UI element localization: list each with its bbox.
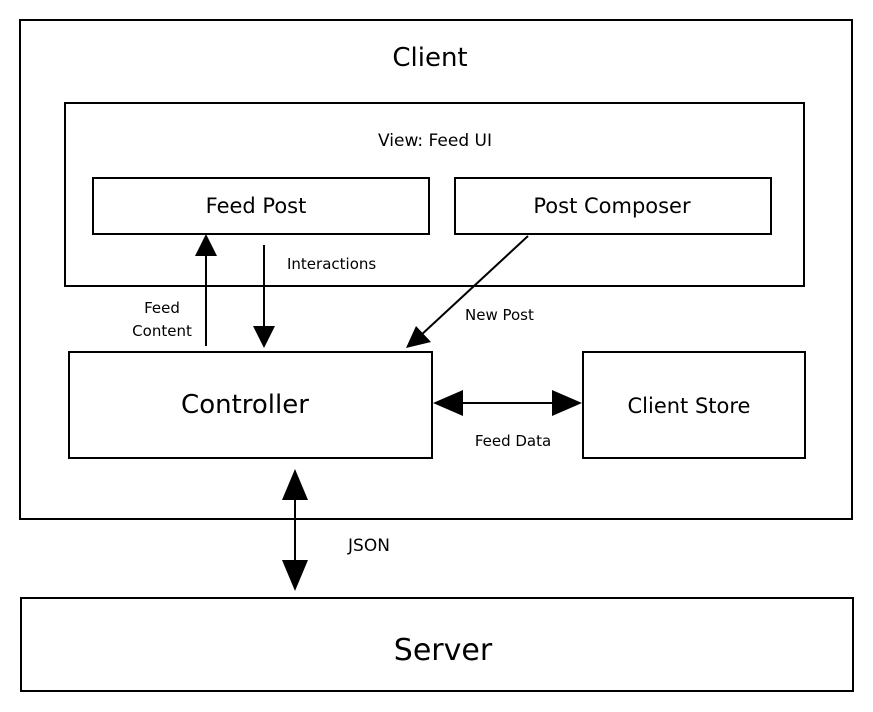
- server-label: Server: [394, 633, 493, 668]
- client-store-box: Client Store: [582, 351, 806, 459]
- controller-label: Controller: [181, 390, 309, 420]
- interactions-arrow: [253, 245, 275, 348]
- server-box: Server: [20, 597, 854, 692]
- feed-content-arrow: [195, 234, 217, 346]
- feed-content-label-line2: Content: [132, 322, 192, 340]
- interactions-label: Interactions: [287, 255, 376, 273]
- post-composer-label: Post Composer: [533, 194, 691, 218]
- client-store-label: Client Store: [628, 394, 751, 418]
- feed-data-arrow: [433, 390, 582, 416]
- view-title: View: Feed UI: [378, 131, 492, 151]
- client-title: Client: [392, 43, 467, 73]
- new-post-label: New Post: [465, 306, 534, 324]
- json-arrow: [282, 469, 308, 591]
- feed-post-box: Feed Post: [92, 177, 430, 235]
- view-feed-ui-container: View: Feed UI: [64, 102, 805, 287]
- feed-content-label-line1: Feed: [144, 299, 180, 317]
- feed-data-label: Feed Data: [475, 432, 551, 450]
- feed-post-label: Feed Post: [206, 194, 307, 218]
- new-post-arrow: [406, 235, 529, 348]
- controller-box: Controller: [68, 351, 433, 459]
- client-container: Client: [19, 19, 853, 520]
- json-label: JSON: [347, 536, 390, 556]
- post-composer-box: Post Composer: [454, 177, 772, 235]
